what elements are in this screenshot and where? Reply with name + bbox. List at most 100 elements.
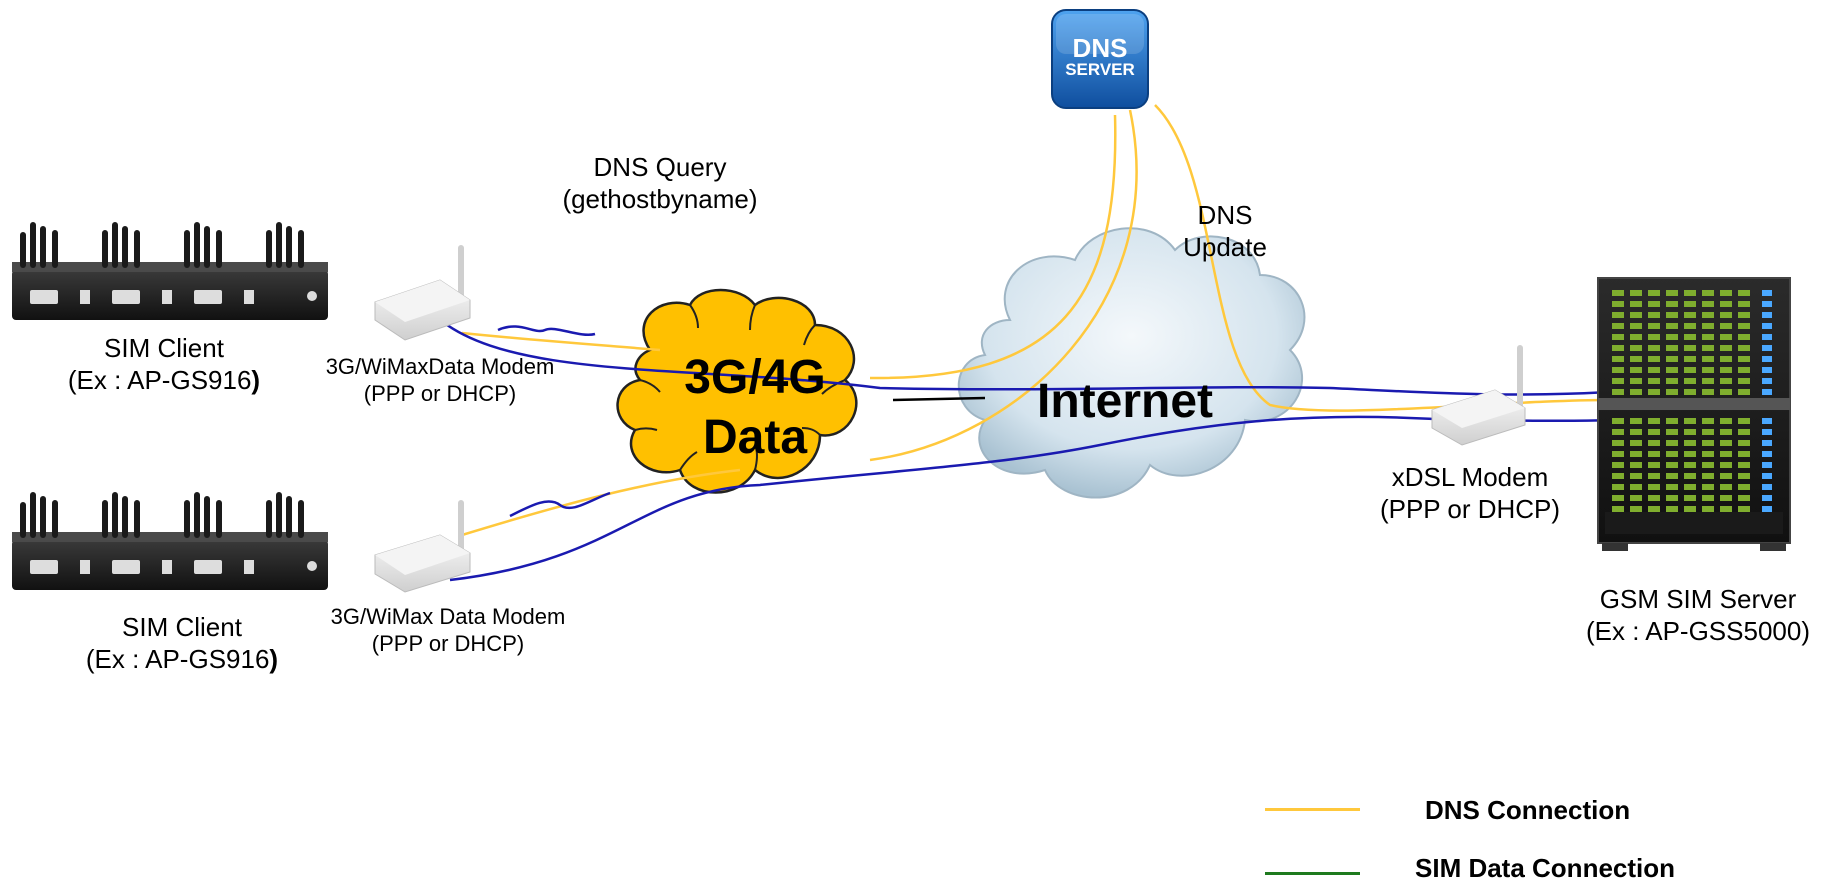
wimax-modem-2-line2: (PPP or DHCP) [371, 630, 525, 656]
server-sim-slot [1666, 429, 1678, 435]
wimax-modem-1 [374, 245, 471, 341]
server-sim-slot [1738, 290, 1750, 296]
server-status-led [1762, 495, 1772, 501]
server-sim-slot [1738, 356, 1750, 362]
server-sim-slot [1720, 378, 1732, 384]
server-sim-slot [1720, 506, 1732, 512]
server-sim-slot [1648, 345, 1660, 351]
server-status-led [1762, 462, 1772, 468]
dns-query-line2: (gethostbyname) [562, 183, 758, 214]
server-sim-slot [1666, 495, 1678, 501]
server-sim-slot [1684, 356, 1696, 362]
wimax-modem-2 [374, 500, 471, 593]
server-sim-slot [1630, 367, 1642, 373]
server-sim-slot [1702, 440, 1714, 446]
server-status-led [1762, 473, 1772, 479]
server-sim-slot [1648, 484, 1660, 490]
server-sim-slot [1612, 356, 1624, 362]
server-sim-slot [1702, 334, 1714, 340]
server-sim-slot [1720, 389, 1732, 395]
server-sim-slot [1630, 345, 1642, 351]
server-sim-slot [1612, 323, 1624, 329]
server-sim-slot [1666, 323, 1678, 329]
server-sim-slot [1702, 473, 1714, 479]
sim-client-1-model-close: ) [251, 364, 261, 395]
server-sim-slot [1666, 356, 1678, 362]
server-sim-slot [1648, 367, 1660, 373]
server-sim-slot [1684, 484, 1696, 490]
server-status-led [1762, 484, 1772, 490]
dns-server-icon [1051, 9, 1149, 109]
server-sim-slot [1684, 418, 1696, 424]
server-sim-slot [1666, 345, 1678, 351]
server-sim-slot [1612, 301, 1624, 307]
server-sim-slot [1738, 301, 1750, 307]
wimax-modem-1-label: 3G/WiMaxData Modem (PPP or DHCP) [300, 354, 580, 408]
server-sim-slot [1702, 301, 1714, 307]
server-sim-slot [1648, 323, 1660, 329]
server-sim-slot [1630, 429, 1642, 435]
server-status-led [1762, 378, 1772, 384]
server-sim-slot [1738, 345, 1750, 351]
server-sim-slot [1630, 506, 1642, 512]
server-sim-slot [1720, 451, 1732, 457]
server-sim-slot [1630, 451, 1642, 457]
dns-server-label: DNS SERVER [1052, 33, 1148, 80]
server-sim-slot [1630, 378, 1642, 384]
server-sim-slot [1738, 334, 1750, 340]
mobile-data-cloud [616, 288, 858, 494]
wimax-modem-1-line1: 3G/WiMaxData Modem [325, 354, 555, 379]
server-sim-slot [1612, 440, 1624, 446]
server-sim-slot [1738, 367, 1750, 373]
server-sim-slot [1648, 301, 1660, 307]
server-sim-slot [1666, 334, 1678, 340]
server-sim-slot [1702, 389, 1714, 395]
server-sim-slot [1684, 345, 1696, 351]
server-sim-slot [1738, 312, 1750, 318]
server-sim-slot [1684, 323, 1696, 329]
mobile-data-cloud-label: 3G/4G Data [640, 348, 870, 468]
server-sim-slot [1648, 418, 1660, 424]
server-sim-slot [1630, 462, 1642, 468]
server-sim-slot [1738, 451, 1750, 457]
server-sim-slot [1738, 418, 1750, 424]
server-sim-slot [1702, 418, 1714, 424]
server-sim-slot [1612, 495, 1624, 501]
server-sim-slot [1612, 506, 1624, 512]
server-sim-slot [1720, 323, 1732, 329]
server-sim-slot [1702, 378, 1714, 384]
sim-client-2-antennas [20, 492, 304, 538]
server-sim-slot [1720, 418, 1732, 424]
server-sim-slot [1702, 290, 1714, 296]
server-sim-slot [1738, 484, 1750, 490]
server-sim-slot [1666, 378, 1678, 384]
server-sim-slot [1612, 418, 1624, 424]
dns-update-line2: Update [1183, 231, 1267, 262]
server-sim-slot [1684, 367, 1696, 373]
server-sim-slot [1720, 429, 1732, 435]
server-sim-slot [1684, 301, 1696, 307]
server-sim-slot [1630, 473, 1642, 479]
server-sim-slot [1684, 334, 1696, 340]
server-sim-slot [1666, 506, 1678, 512]
server-sim-slot [1612, 312, 1624, 318]
server-sim-slot [1612, 429, 1624, 435]
server-status-led [1762, 301, 1772, 307]
wimax-modem-2-label: 3G/WiMax Data Modem (PPP or DHCP) [298, 604, 598, 658]
dns-server-line1: DNS [1072, 33, 1128, 63]
server-status-led [1762, 367, 1772, 373]
server-sim-slot [1684, 506, 1696, 512]
server-sim-slot [1738, 323, 1750, 329]
server-sim-slot [1702, 356, 1714, 362]
server-sim-slot [1702, 462, 1714, 468]
server-sim-slot [1648, 389, 1660, 395]
sim-client-2-model: (Ex : AP-GS916) [30, 644, 334, 676]
server-sim-slot [1630, 323, 1642, 329]
server-status-led [1762, 356, 1772, 362]
server-status-led [1762, 345, 1772, 351]
server-sim-slot [1684, 312, 1696, 318]
server-sim-slot [1612, 462, 1624, 468]
server-sim-slot [1612, 367, 1624, 373]
internet-cloud-label: Internet [1036, 375, 1213, 428]
server-sim-slot [1738, 378, 1750, 384]
